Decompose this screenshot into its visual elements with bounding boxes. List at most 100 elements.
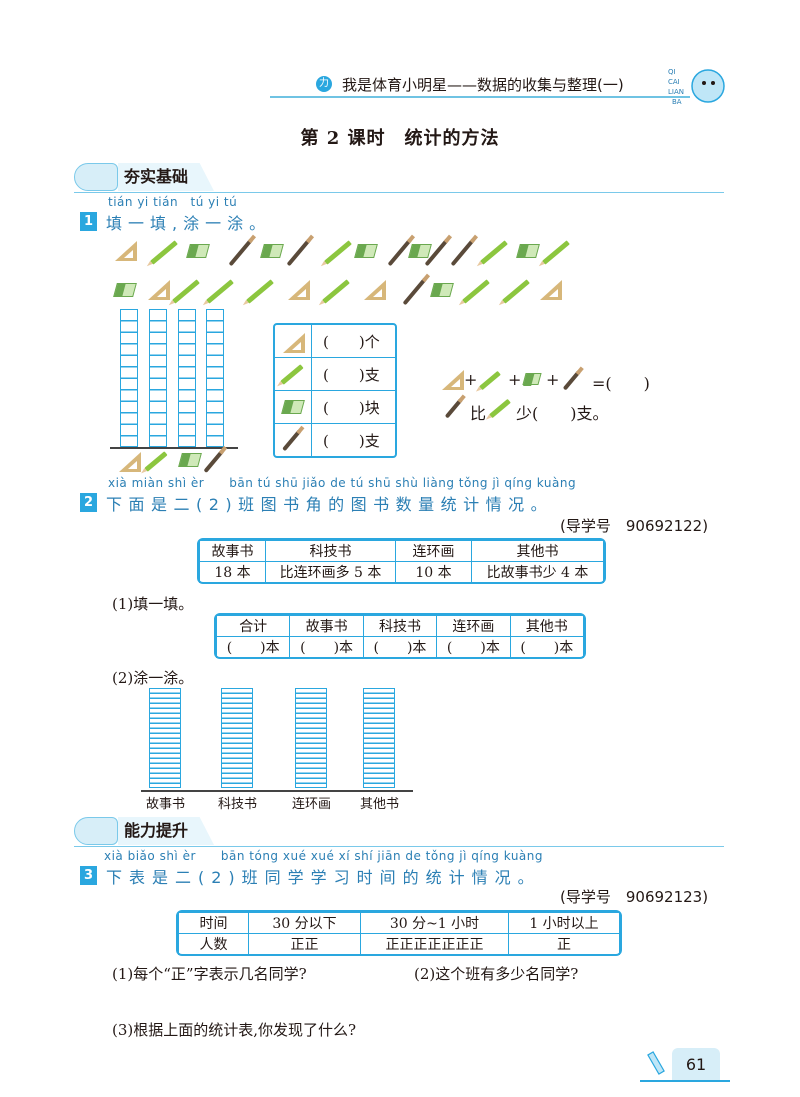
answer-blank[interactable]: ( )本 — [436, 636, 511, 658]
svg-text:LIAN: LIAN — [668, 88, 684, 96]
tally-cell: 正正 — [248, 933, 361, 955]
section-advanced-bar: 能力提升 — [74, 817, 724, 847]
page-number: 61 — [672, 1048, 720, 1082]
q3-pinyin: xià biǎo shì èr bān tóng xué xué xí shí … — [104, 849, 543, 863]
table-cell: 10 本 — [395, 561, 472, 583]
table-header: 其他书 — [471, 540, 604, 562]
q1-text: 填一填,涂一涂。 — [106, 214, 272, 233]
q1-number: 1 — [80, 212, 97, 231]
table-cell: 18 本 — [199, 561, 266, 583]
fill-bar-column[interactable] — [295, 688, 327, 788]
q2-fill-table: 合计 故事书 科技书 连环画 其他书 ( )本 ( )本 ( )本 ( )本 (… — [215, 615, 585, 658]
fill-grid-column[interactable] — [120, 309, 138, 447]
pen-icon — [228, 237, 254, 267]
section-basic-bar: 夯实基础 — [74, 163, 724, 193]
pencil-icon — [172, 279, 200, 304]
pencil-icon — [542, 240, 570, 265]
fill-bar-column[interactable] — [221, 688, 253, 788]
pencil-corner-icon — [647, 1051, 665, 1075]
table-row-label: 人数 — [178, 933, 249, 955]
chapter-title: 我是体育小明星——数据的收集与整理(一) — [342, 76, 624, 94]
pen-icon — [286, 237, 312, 267]
q2-text: 下面是二(2)班图书角的图书数量统计情况。 — [106, 495, 554, 514]
count-row: ( )支 — [275, 424, 395, 457]
equation2-compare: 比 — [470, 404, 487, 423]
svg-text:CAI: CAI — [668, 78, 680, 86]
table-cell: 比连环画多 5 本 — [265, 561, 396, 583]
pencil-icon — [246, 279, 274, 304]
fill-grid-column[interactable] — [178, 309, 196, 447]
fill-grid-column[interactable] — [149, 309, 167, 447]
pen-icon — [444, 397, 464, 419]
tally-cell: 正 — [508, 933, 620, 955]
table-header: 合计 — [215, 615, 291, 637]
mascot-icon — [74, 817, 118, 845]
fill-bar-column[interactable] — [363, 688, 395, 788]
q3-number: 3 — [80, 866, 97, 885]
bar-label: 科技书 — [218, 797, 258, 812]
equation2-answer[interactable]: 少( )支。 — [516, 404, 609, 423]
equation1-answer[interactable]: =( ) — [592, 374, 650, 393]
eraser-icon — [408, 244, 432, 258]
eraser-icon — [281, 400, 305, 414]
answer-blank[interactable]: ( )本 — [509, 636, 585, 658]
table-cell: 比故事书少 4 本 — [471, 561, 604, 583]
bar-label: 连环画 — [292, 797, 332, 812]
fill-bar-column[interactable] — [149, 688, 181, 788]
q1-pinyin: tián yi tián tú yi tú — [108, 195, 238, 209]
pencil-icon — [479, 370, 501, 391]
mascot-icon — [74, 163, 118, 191]
eraser-icon — [178, 453, 202, 467]
count-table: ( )个 ( )支 ( )块 ( )支 — [273, 323, 397, 458]
svg-text:QI: QI — [668, 68, 676, 76]
tally-cell: 正正正正正正正 — [360, 933, 509, 955]
q3-sub1: (1)每个“正”字表示几名同学? — [112, 965, 307, 983]
pencil-icon — [480, 240, 508, 265]
section-basic-label: 夯实基础 — [118, 163, 215, 191]
q3-study-time-table: 时间 30 分以下 30 分~1 小时 1 小时以上 人数 正正 正正正正正正正… — [178, 912, 620, 955]
answer-blank[interactable]: ( )本 — [215, 636, 291, 658]
table-header: 其他书 — [509, 615, 585, 637]
eraser-icon — [430, 283, 454, 297]
count-blank[interactable]: ( )块 — [323, 399, 380, 417]
page-number-rule — [640, 1080, 730, 1082]
count-blank[interactable]: ( )支 — [323, 432, 380, 450]
eraser-icon — [113, 283, 137, 297]
fill-grid-column[interactable] — [206, 309, 224, 447]
count-row: ( )支 — [275, 358, 395, 391]
answer-blank[interactable]: ( )本 — [362, 636, 438, 658]
table-header: 30 分以下 — [248, 912, 361, 934]
pencil-icon — [144, 451, 168, 472]
count-row: ( )个 — [275, 325, 395, 358]
chapter-badge: 力 — [316, 76, 332, 92]
table-header: 科技书 — [362, 615, 438, 637]
table-header: 连环画 — [395, 540, 472, 562]
table-header: 1 小时以上 — [508, 912, 620, 934]
count-blank[interactable]: ( )支 — [323, 366, 380, 384]
grid-baseline — [110, 447, 238, 449]
table-header: 故事书 — [289, 615, 364, 637]
eraser-icon — [260, 244, 284, 258]
q3-sub2: (2)这个班有多少名同学? — [414, 965, 579, 983]
mascot-logo-icon: QI CAI LIAN BA — [668, 68, 725, 106]
triangle-ruler-icon — [115, 241, 137, 261]
pen-icon — [450, 237, 476, 267]
pen-icon — [282, 428, 302, 452]
q2-guide-number: (导学号 90692122) — [560, 517, 709, 535]
pencil-icon — [324, 240, 352, 265]
answer-blank[interactable]: ( )本 — [289, 636, 364, 658]
triangle-ruler-icon — [540, 280, 562, 300]
lesson-title: 第 2 课时 统计的方法 — [300, 128, 500, 149]
pencil-icon — [462, 279, 490, 304]
triangle-ruler-icon — [148, 280, 170, 300]
pencil-icon — [280, 364, 304, 385]
section-advanced-label: 能力提升 — [118, 817, 215, 845]
q2-number: 2 — [80, 493, 97, 512]
q2-sub1: (1)填一填。 — [112, 595, 194, 613]
table-header: 连环画 — [436, 615, 511, 637]
pencil-icon — [150, 240, 178, 265]
table-header: 时间 — [178, 912, 249, 934]
bar-baseline — [141, 790, 413, 792]
eraser-icon — [186, 244, 210, 258]
count-blank[interactable]: ( )个 — [323, 333, 380, 351]
